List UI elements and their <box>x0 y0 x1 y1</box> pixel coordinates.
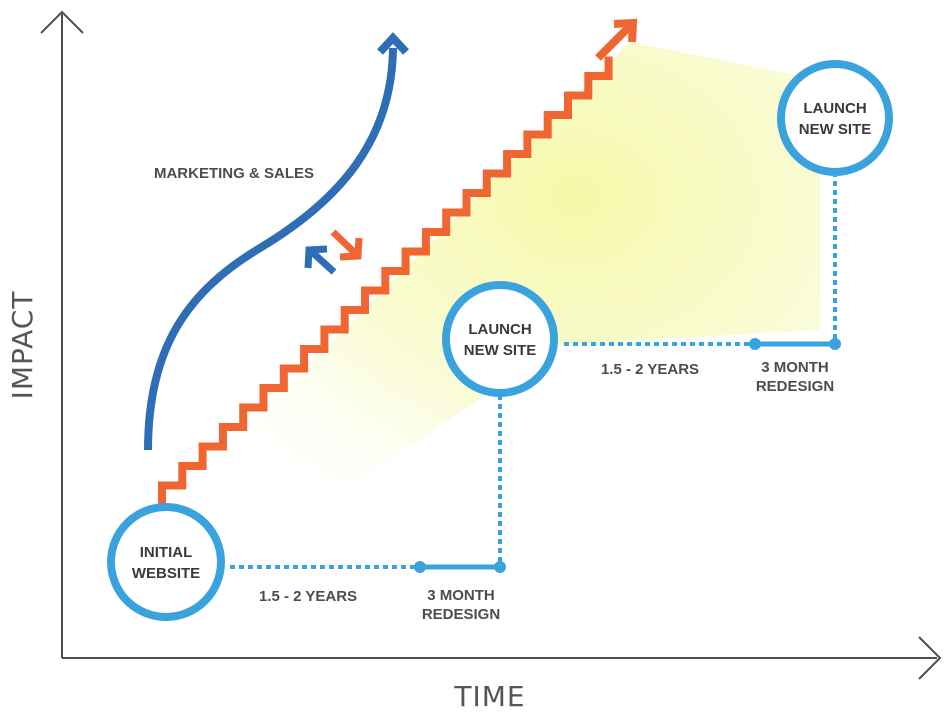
duration-label-1: 1.5 - 2 YEARS <box>259 588 357 605</box>
redesign-label-2-line2: REDESIGN <box>756 378 834 395</box>
milestone-label-line1: LAUNCH <box>803 100 866 117</box>
marketing-sales-label: MARKETING & SALES <box>154 165 314 182</box>
y-axis-arrowhead <box>40 10 84 34</box>
y-axis <box>40 10 84 658</box>
timeline-period-1 <box>230 396 506 573</box>
duration-label-2: 1.5 - 2 YEARS <box>601 361 699 378</box>
marketing-curve-arrowhead <box>377 32 409 55</box>
redesign-label-1-line2: REDESIGN <box>422 606 500 623</box>
redesign-label-1-line1: 3 MONTH <box>427 587 495 604</box>
milestone-label-line1: INITIAL <box>140 544 193 561</box>
y-axis-title: IMPACT <box>6 291 39 400</box>
x-axis <box>62 636 942 680</box>
x-axis-arrowhead <box>918 636 942 680</box>
redesign-end-dot <box>494 561 506 573</box>
staircase-arrowhead <box>613 18 638 43</box>
blue-small-arrow <box>304 245 337 275</box>
x-axis-title: TIME <box>453 680 525 713</box>
marketing-sales-curve <box>144 32 409 451</box>
timeline-period-2 <box>564 176 841 350</box>
milestone-label-line2: NEW SITE <box>464 342 537 359</box>
milestone-label-line1: LAUNCH <box>468 321 531 338</box>
redesign-start-dot <box>414 561 426 573</box>
interplay-arrows <box>304 229 363 275</box>
milestone-launch-new-site-2: LAUNCH NEW SITE <box>777 60 893 176</box>
redesign-end-dot <box>829 338 841 350</box>
milestone-initial-website: INITIAL WEBSITE <box>107 503 225 621</box>
redesign-start-dot <box>749 338 761 350</box>
milestone-launch-new-site-1: LAUNCH NEW SITE <box>442 281 558 397</box>
milestone-label-line2: WEBSITE <box>132 565 200 582</box>
staircase-arrow <box>595 18 638 61</box>
milestone-label-line2: NEW SITE <box>799 121 872 138</box>
growth-staircase <box>158 18 638 505</box>
orange-small-arrow <box>330 229 363 261</box>
redesign-label-2-line1: 3 MONTH <box>761 359 829 376</box>
